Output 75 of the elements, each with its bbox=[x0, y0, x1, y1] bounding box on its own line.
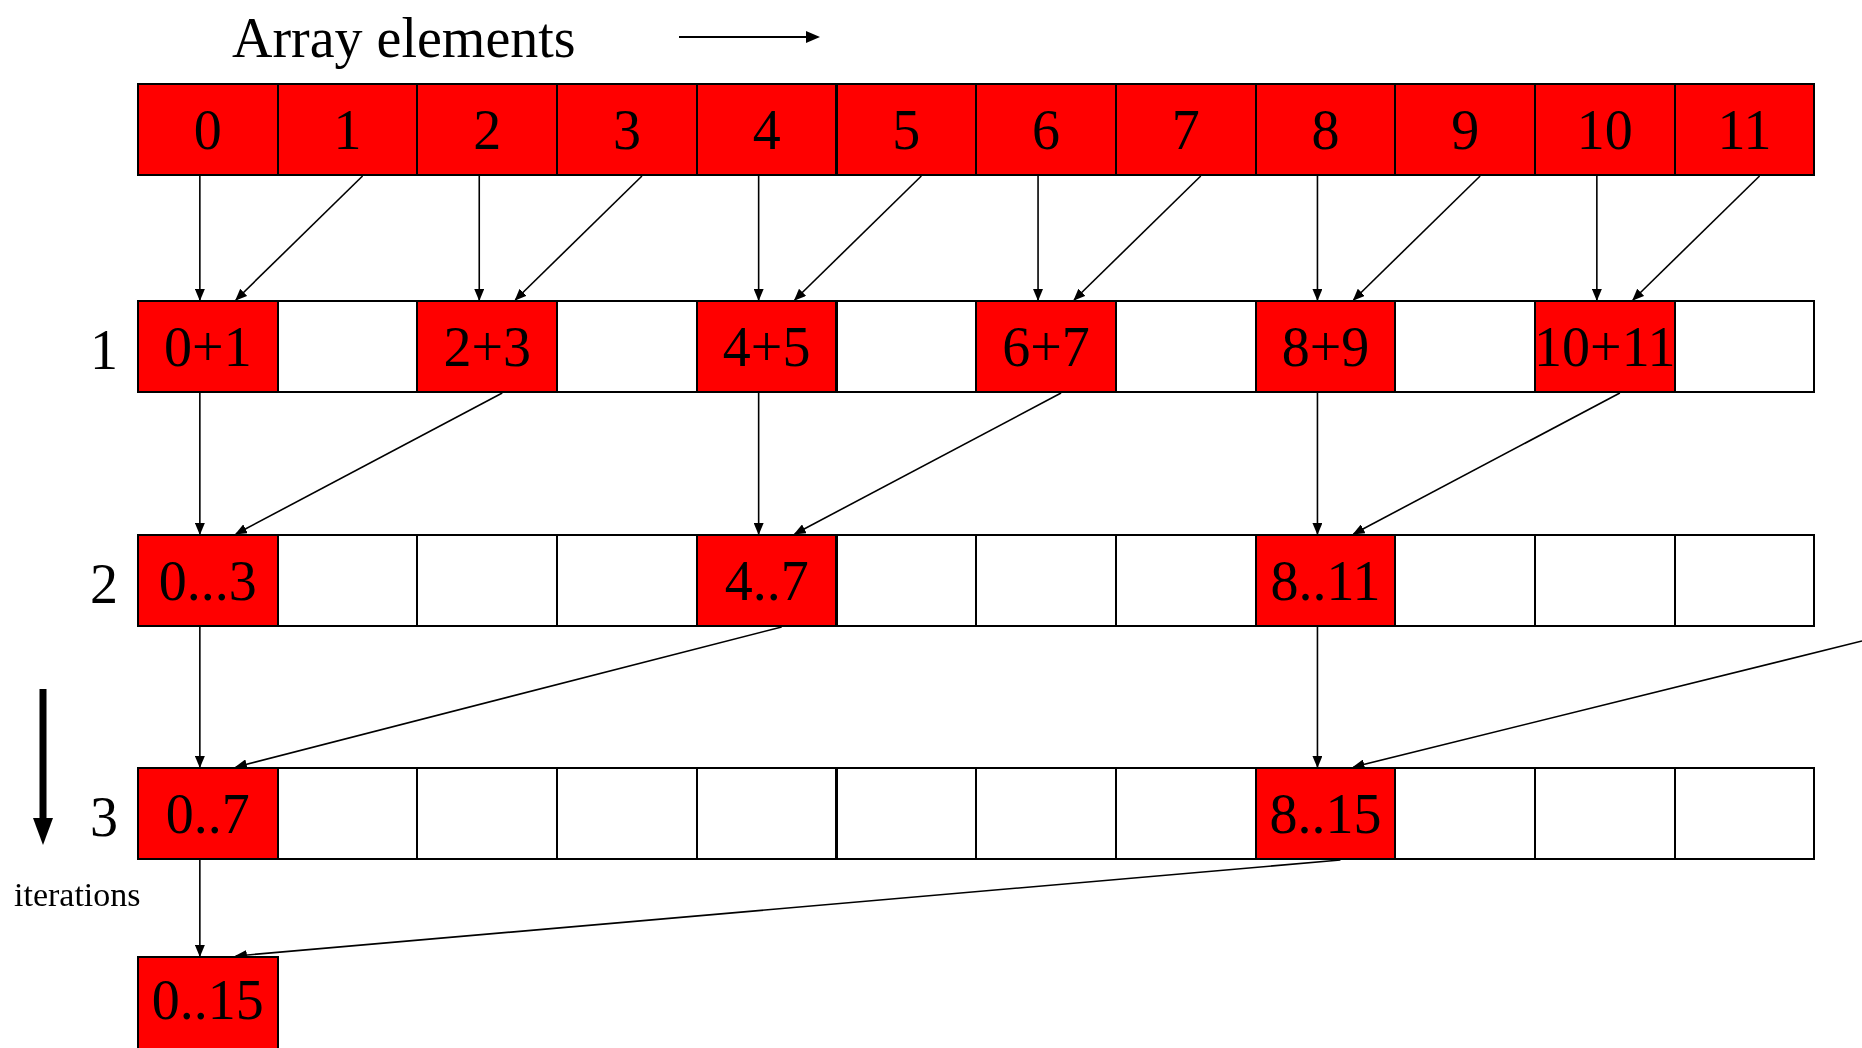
array-cell bbox=[416, 83, 559, 176]
array-cell bbox=[1394, 83, 1536, 176]
arrow bbox=[234, 626, 783, 770]
row-number: 2 bbox=[90, 556, 118, 612]
arrow bbox=[1352, 175, 1481, 301]
array-cell bbox=[1254, 83, 1397, 176]
cell-value: 10+11 bbox=[1534, 318, 1676, 375]
array-cell bbox=[1254, 300, 1397, 393]
cell-value: 2 bbox=[473, 101, 502, 158]
arrow bbox=[235, 175, 364, 301]
array-cell bbox=[137, 300, 279, 393]
array-cell bbox=[137, 83, 279, 176]
arrow bbox=[753, 175, 764, 301]
row-number: 3 bbox=[90, 789, 118, 845]
array-cell bbox=[695, 534, 838, 627]
array-cell bbox=[1254, 534, 1397, 627]
arrow bbox=[1352, 640, 1862, 770]
cell-value: 0..7 bbox=[165, 785, 250, 842]
arrow bbox=[793, 392, 1062, 535]
array-cell bbox=[1673, 83, 1816, 176]
arrow bbox=[474, 175, 485, 301]
arrow bbox=[1591, 175, 1602, 301]
cell-value: 2+3 bbox=[443, 318, 532, 375]
arrow bbox=[1073, 175, 1202, 301]
array-cell bbox=[137, 534, 279, 627]
array-cell bbox=[1534, 83, 1676, 176]
cell-value: 6+7 bbox=[1002, 318, 1090, 375]
arrow bbox=[1033, 175, 1044, 301]
array-cell bbox=[1254, 767, 1397, 860]
cell-value: 0+1 bbox=[164, 318, 252, 375]
cell-value: 8 bbox=[1311, 101, 1340, 158]
cell-value: 11 bbox=[1717, 101, 1772, 158]
cell-value: 4 bbox=[752, 101, 781, 158]
cell-value: 8..15 bbox=[1269, 785, 1382, 842]
arrow bbox=[194, 626, 205, 768]
arrow bbox=[1352, 392, 1621, 535]
arrow bbox=[194, 175, 205, 301]
arrow bbox=[234, 392, 504, 535]
cell-value: 0..15 bbox=[151, 972, 264, 1028]
cell-value: 1 bbox=[333, 101, 362, 158]
array-cell bbox=[695, 83, 838, 176]
cell-value: 0...3 bbox=[158, 552, 257, 609]
array-cell bbox=[1534, 300, 1676, 393]
arrow bbox=[1312, 392, 1323, 535]
row-number: 1 bbox=[90, 322, 118, 378]
axis-title: iterations bbox=[14, 878, 141, 912]
cell-value: 9 bbox=[1451, 101, 1480, 158]
array-cell bbox=[975, 83, 1117, 176]
cell-value: 7 bbox=[1171, 101, 1200, 158]
array-cell bbox=[695, 300, 838, 393]
array-cell bbox=[975, 300, 1117, 393]
arrow bbox=[1632, 175, 1761, 301]
cell-value: 8+9 bbox=[1281, 318, 1370, 375]
array-cell bbox=[556, 83, 698, 176]
array-cell bbox=[137, 767, 279, 860]
array-cell bbox=[137, 956, 279, 1048]
cell-value: 0 bbox=[193, 101, 222, 158]
cell-value: 5 bbox=[892, 101, 921, 158]
cell-value: 4+5 bbox=[722, 318, 811, 375]
arrow bbox=[753, 392, 764, 535]
arrow bbox=[514, 175, 643, 301]
cell-value: 8..11 bbox=[1270, 552, 1381, 609]
cell-value: 10 bbox=[1576, 101, 1633, 158]
arrow bbox=[194, 392, 205, 535]
arrow bbox=[1312, 626, 1323, 768]
cell-value: 4..7 bbox=[724, 552, 809, 609]
array-cell bbox=[835, 83, 978, 176]
cell-value: 3 bbox=[612, 101, 641, 158]
array-cell bbox=[1114, 83, 1257, 176]
arrow bbox=[194, 859, 205, 957]
array-cell bbox=[276, 83, 419, 176]
arrow bbox=[1312, 175, 1323, 301]
cell-value: 6 bbox=[1032, 101, 1061, 158]
arrow bbox=[793, 175, 923, 301]
array-cell bbox=[416, 300, 559, 393]
